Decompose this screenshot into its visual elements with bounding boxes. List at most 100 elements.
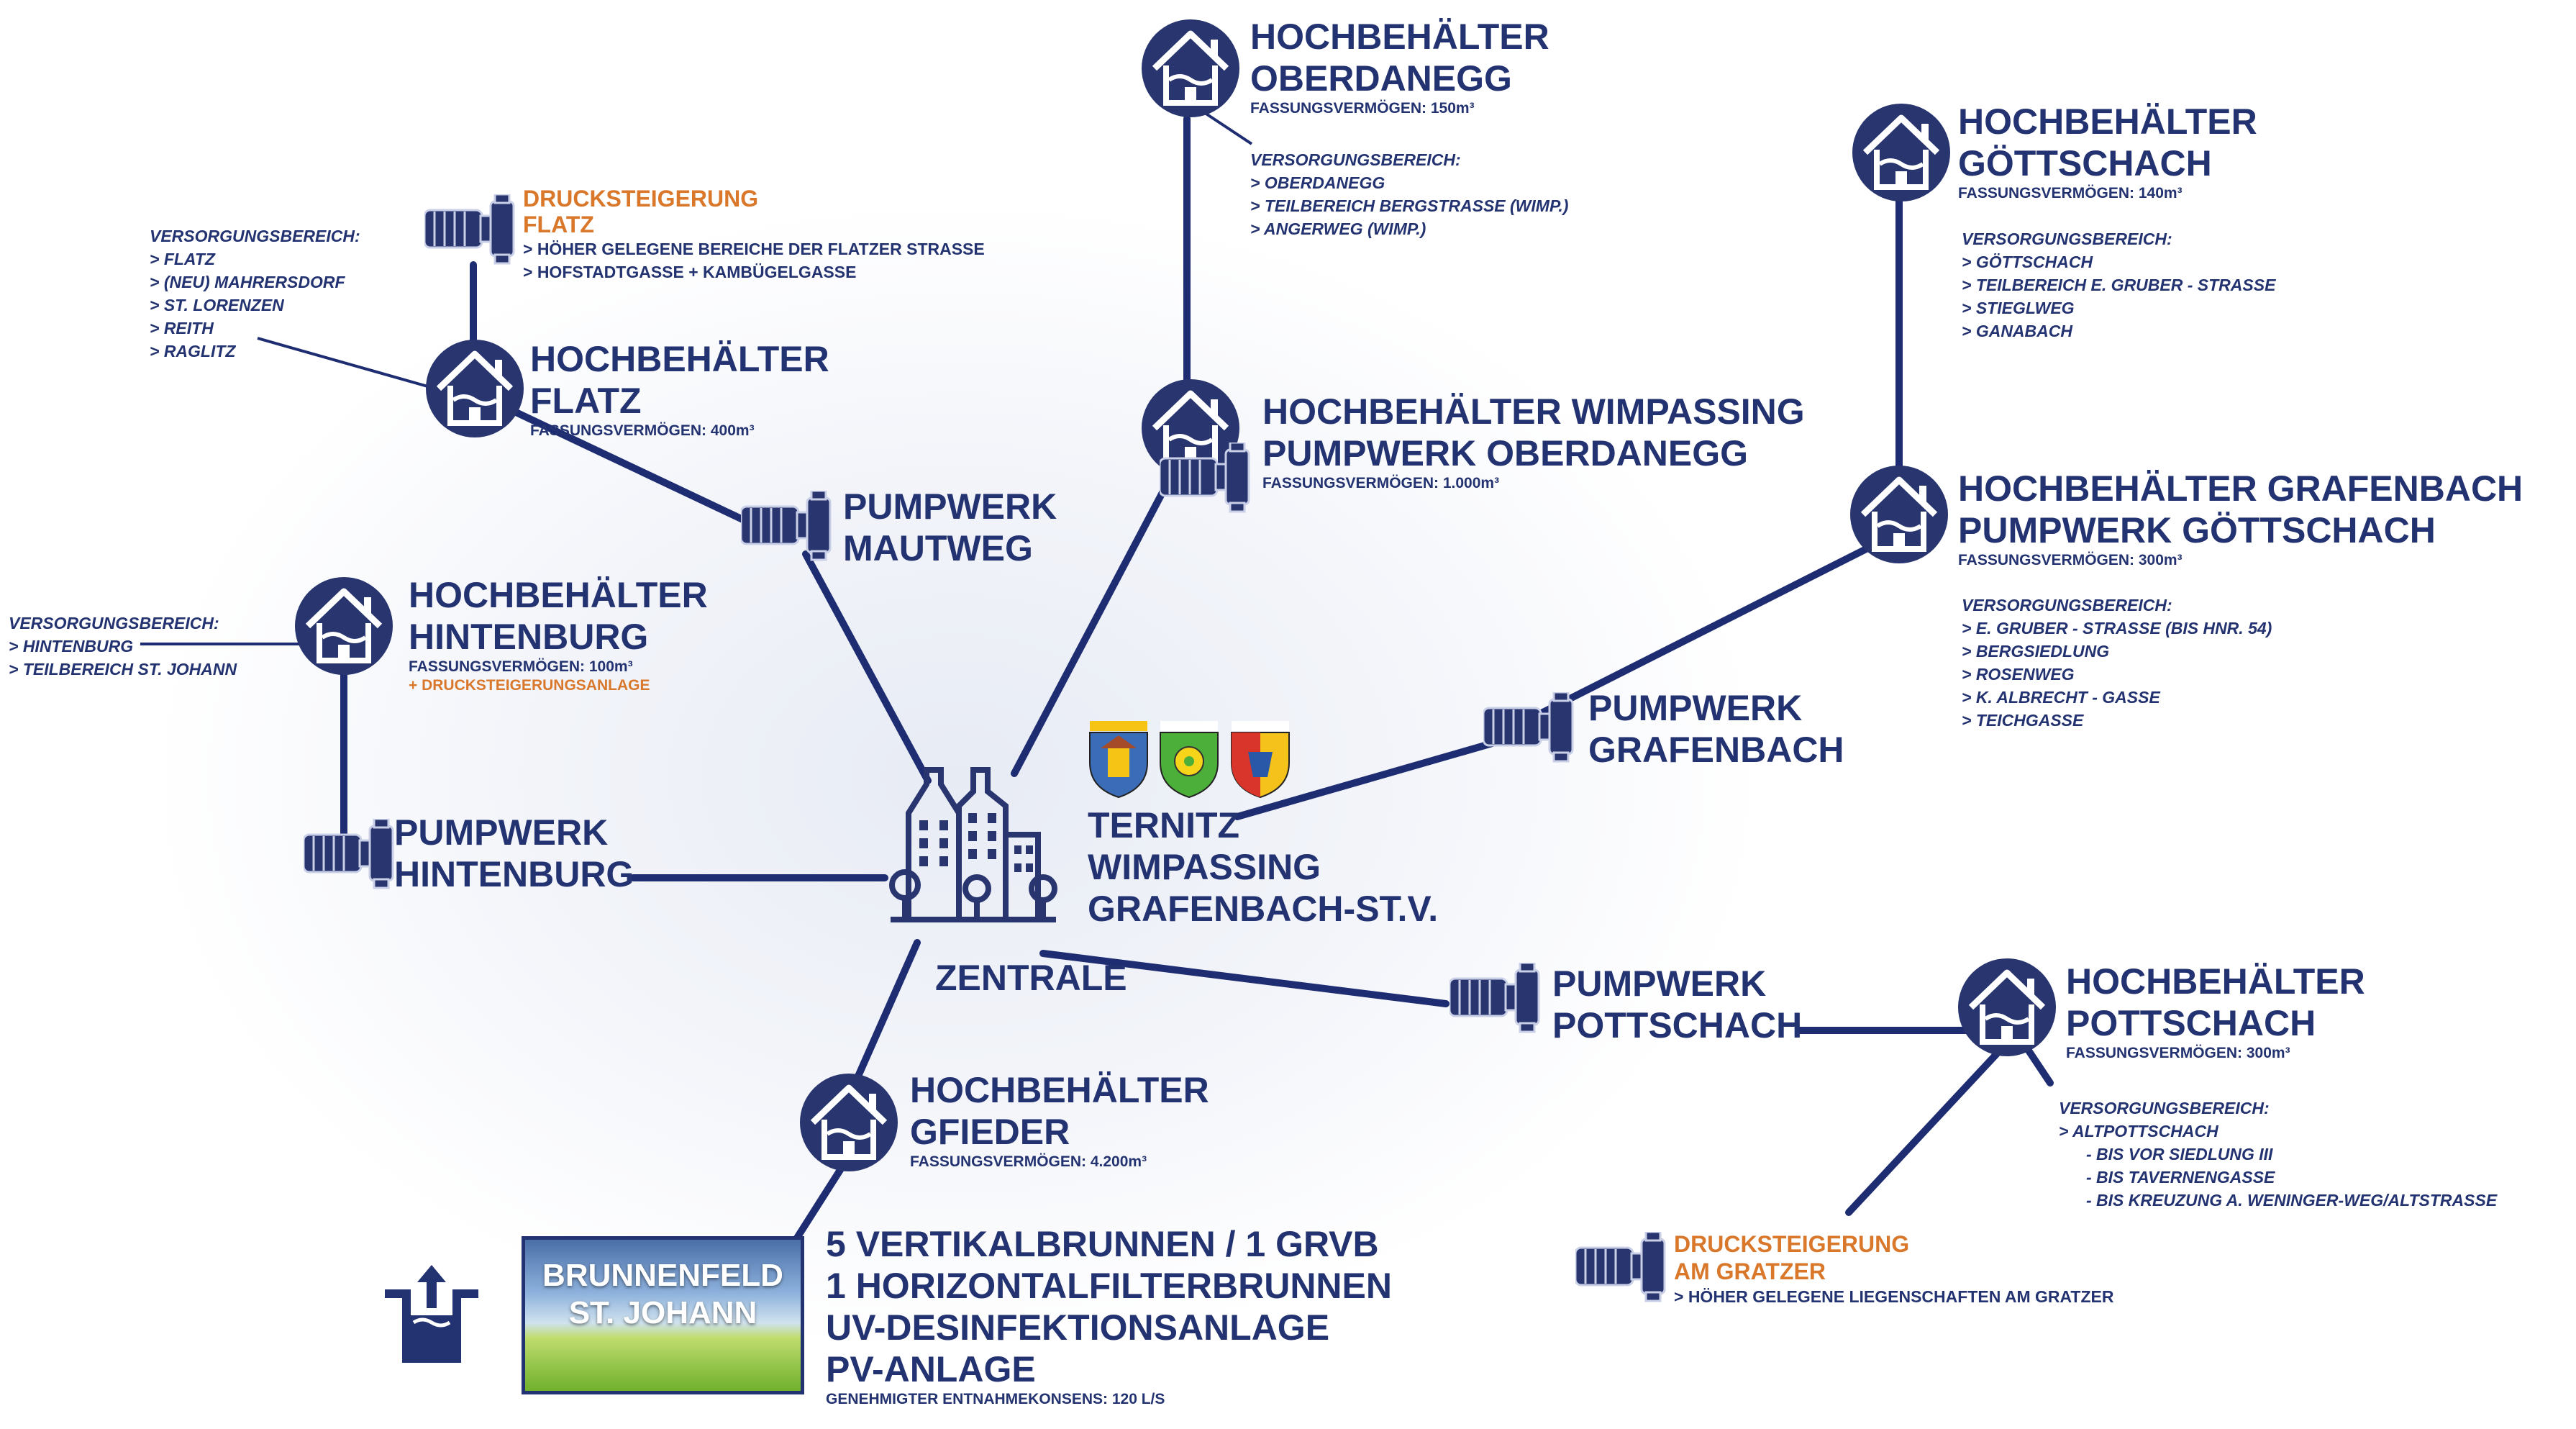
oberdanegg-area-list: VERSORGUNGSBEREICH: > OBERDANEGG > TEILB… bbox=[1250, 148, 1568, 240]
brunnenfeld-info: 5 VERTIKALBRUNNEN / 1 GRVB 1 HORIZONTALF… bbox=[826, 1223, 1392, 1409]
hb-hintenburg-extra: + DRUCKSTEIGERUNGSANLAGE bbox=[409, 677, 650, 694]
hb-flatz-capacity: FASSUNGSVERMÖGEN: 400m³ bbox=[530, 422, 755, 439]
hb-goettschach-capacity: FASSUNGSVERMÖGEN: 140m³ bbox=[1958, 185, 2183, 201]
hb-oberdanegg-title2: OBERDANEGG bbox=[1250, 58, 1512, 99]
hb-wimpassing-title1: HOCHBEHÄLTER WIMPASSING bbox=[1262, 391, 1805, 432]
line-hb-pottschach-to-gratzer bbox=[1845, 1047, 2003, 1216]
gratzer-pump-title2: AM GRATZER bbox=[1674, 1258, 1826, 1284]
brunnenfeld-line: 5 VERTIKALBRUNNEN / 1 GRVB bbox=[826, 1224, 1379, 1264]
central-line2: WIMPASSING bbox=[1088, 847, 1321, 887]
central-zentrale-label: ZENTRALE bbox=[935, 957, 1127, 999]
flatz-area-item: > FLATZ bbox=[150, 250, 215, 268]
pump-icon-drucksteigerung-gratzer bbox=[1575, 1232, 1666, 1302]
hb-gfieder-title2: GFIEDER bbox=[910, 1112, 1070, 1152]
oberdanegg-area-item: > OBERDANEGG bbox=[1250, 173, 1385, 192]
grafenbach-area-item: > E. GRUBER - STRASSE (BIS HNR. 54) bbox=[1962, 619, 2272, 638]
hb-wimpassing-label: HOCHBEHÄLTER WIMPASSING PUMPWERK OBERDAN… bbox=[1262, 391, 1805, 493]
brunnenfeld-label: BRUNNENFELD ST. JOHANN bbox=[525, 1257, 801, 1332]
hb-pottschach-title2: POTTSCHACH bbox=[2066, 1003, 2316, 1043]
hb-wimpassing-capacity: FASSUNGSVERMÖGEN: 1.000m³ bbox=[1262, 475, 1500, 491]
pw-hintenburg-label: PUMPWERK HINTENBURG bbox=[394, 812, 634, 895]
hb-oberdanegg-title1: HOCHBEHÄLTER bbox=[1250, 17, 1549, 57]
line-wimpassing-to-central bbox=[1011, 443, 1191, 777]
line-flatz-area-pointer bbox=[257, 337, 436, 390]
gratzer-pump-item: > HÖHER GELEGENE LIEGENSCHAFTEN AM GRATZ… bbox=[1674, 1287, 2114, 1306]
gratzer-pump-label: DRUCKSTEIGERUNG AM GRATZER > HÖHER GELEG… bbox=[1674, 1230, 2113, 1308]
goettschach-area-item: > GÖTTSCHACH bbox=[1962, 253, 2093, 271]
brunnenfeld-consent: GENEHMIGTER ENTNAHMEKONSENS: 120 L/S bbox=[826, 1391, 1165, 1407]
hb-hintenburg-capacity: FASSUNGSVERMÖGEN: 100m³ bbox=[409, 658, 633, 675]
brunnenfeld-box: BRUNNENFELD ST. JOHANN bbox=[522, 1236, 804, 1394]
pump-icon-mautweg bbox=[741, 491, 832, 561]
goettschach-area-item: > TEILBEREICH E. GRUBER - STRASSE bbox=[1962, 276, 2276, 294]
pump-icon-oberdanegg bbox=[1160, 443, 1250, 513]
pw-hintenburg-title1: PUMPWERK bbox=[394, 812, 609, 853]
pw-pottschach-label: PUMPWERK POTTSCHACH bbox=[1552, 963, 1802, 1046]
oberdanegg-area-heading: VERSORGUNGSBEREICH: bbox=[1250, 150, 1461, 169]
pottschach-area-heading: VERSORGUNGSBEREICH: bbox=[2059, 1099, 2270, 1117]
line-central-to-gfieder bbox=[845, 939, 921, 1101]
pw-grafenbach-title1: PUMPWERK bbox=[1588, 688, 1803, 728]
flatz-area-heading: VERSORGUNGSBEREICH: bbox=[150, 227, 360, 245]
pottschach-area-item: - BIS VOR SIEDLUNG III bbox=[2086, 1145, 2273, 1163]
house-icon-hb-gfieder bbox=[798, 1072, 899, 1173]
pottschach-area-item: - BIS TAVERNENGASSE bbox=[2086, 1168, 2275, 1187]
grafenbach-area-item: > BERGSIEDLUNG bbox=[1962, 642, 2110, 661]
crest-grafenbach-icon bbox=[1231, 721, 1290, 799]
pump-icon-grafenbach bbox=[1483, 692, 1574, 763]
crest-wimpassing-icon bbox=[1160, 721, 1219, 799]
central-name-label: TERNITZ WIMPASSING GRAFENBACH-ST.V. bbox=[1088, 804, 1438, 930]
house-icon-hb-goettschach bbox=[1851, 102, 1952, 203]
pump-icon-drucksteigerung-flatz bbox=[424, 194, 515, 265]
pw-mautweg-title1: PUMPWERK bbox=[843, 486, 1057, 527]
line-gfieder-to-brunnenfeld bbox=[791, 1158, 849, 1245]
well-icon bbox=[385, 1265, 478, 1363]
house-icon-hb-grafenbach bbox=[1849, 464, 1949, 565]
brunnenfeld-line: 1 HORIZONTALFILTERBRUNNEN bbox=[826, 1266, 1392, 1306]
hb-goettschach-title2: GÖTTSCHACH bbox=[1958, 143, 2212, 183]
pw-mautweg-label: PUMPWERK MAUTWEG bbox=[843, 486, 1057, 569]
line-grafenbach-to-pw-grafenbach bbox=[1525, 536, 1888, 723]
line-mautweg-to-central bbox=[802, 550, 932, 784]
central-line1: TERNITZ bbox=[1088, 805, 1240, 845]
oberdanegg-area-item: > TEILBEREICH BERGSTRASSE (WIMP.) bbox=[1250, 196, 1569, 215]
pw-pottschach-title2: POTTSCHACH bbox=[1552, 1005, 1803, 1045]
hb-hintenburg-title2: HINTENBURG bbox=[409, 617, 649, 657]
line-central-to-pw-pottschach bbox=[1039, 950, 1449, 1007]
hb-flatz-label: HOCHBEHÄLTER FLATZ FASSUNGSVERMÖGEN: 400… bbox=[530, 338, 829, 440]
pottschach-area-item: - BIS KREUZUNG A. WENINGER-WEG/ALTSTRASS… bbox=[2086, 1191, 2498, 1210]
flatz-pump-label: DRUCKSTEIGERUNG FLATZ > HÖHER GELEGENE B… bbox=[523, 186, 985, 283]
brunnenfeld-label2: ST. JOHANN bbox=[568, 1295, 757, 1330]
line-pw-grafenbach-to-central bbox=[1234, 738, 1503, 820]
grafenbach-area-list: VERSORGUNGSBEREICH: > E. GRUBER - STRASS… bbox=[1962, 594, 2272, 732]
central-line3: GRAFENBACH-ST.V. bbox=[1088, 889, 1439, 929]
hintenburg-area-item: > HINTENBURG bbox=[9, 637, 134, 655]
flatz-pump-title2: FLATZ bbox=[523, 212, 594, 237]
goettschach-area-item: > STIEGLWEG bbox=[1962, 299, 2075, 317]
flatz-pump-item: > HOFSTADTGASSE + KAMBÜGELGASSE bbox=[523, 263, 857, 281]
line-oberdanegg-area-pointer bbox=[1201, 110, 1253, 145]
pw-hintenburg-title2: HINTENBURG bbox=[394, 854, 634, 894]
hb-grafenbach-label: HOCHBEHÄLTER GRAFENBACH PUMPWERK GÖTTSCH… bbox=[1958, 468, 2523, 570]
city-buildings-icon bbox=[889, 767, 1057, 922]
flatz-pump-title1: DRUCKSTEIGERUNG bbox=[523, 186, 759, 212]
hb-goettschach-label: HOCHBEHÄLTER GÖTTSCHACH FASSUNGSVERMÖGEN… bbox=[1958, 101, 2257, 203]
goettschach-area-list: VERSORGUNGSBEREICH: > GÖTTSCHACH > TEILB… bbox=[1962, 227, 2275, 342]
grafenbach-area-item: > K. ALBRECHT - GASSE bbox=[1962, 688, 2160, 707]
pw-pottschach-title1: PUMPWERK bbox=[1552, 963, 1767, 1004]
hb-grafenbach-title1: HOCHBEHÄLTER GRAFENBACH bbox=[1958, 468, 2523, 509]
pottschach-area-item: > ALTPOTTSCHACH bbox=[2059, 1122, 2218, 1140]
flatz-area-item: > REITH bbox=[150, 319, 214, 337]
hb-gfieder-label: HOCHBEHÄLTER GFIEDER FASSUNGSVERMÖGEN: 4… bbox=[910, 1069, 1209, 1171]
house-icon-hb-flatz bbox=[424, 338, 525, 439]
pottschach-area-list: VERSORGUNGSBEREICH: > ALTPOTTSCHACH - BI… bbox=[2059, 1097, 2497, 1212]
brunnenfeld-label1: BRUNNENFELD bbox=[542, 1258, 783, 1293]
pw-grafenbach-title2: GRAFENBACH bbox=[1588, 730, 1844, 770]
hb-oberdanegg-label: HOCHBEHÄLTER OBERDANEGG FASSUNGSVERMÖGEN… bbox=[1250, 16, 1549, 118]
brunnenfeld-line: PV-ANLAGE bbox=[826, 1349, 1036, 1389]
hb-pottschach-label: HOCHBEHÄLTER POTTSCHACH FASSUNGSVERMÖGEN… bbox=[2066, 961, 2365, 1063]
line-hb-flatz-to-mautweg bbox=[470, 389, 766, 532]
central-label: ZENTRALE bbox=[935, 958, 1127, 998]
house-icon-hb-pottschach bbox=[1957, 957, 2057, 1058]
